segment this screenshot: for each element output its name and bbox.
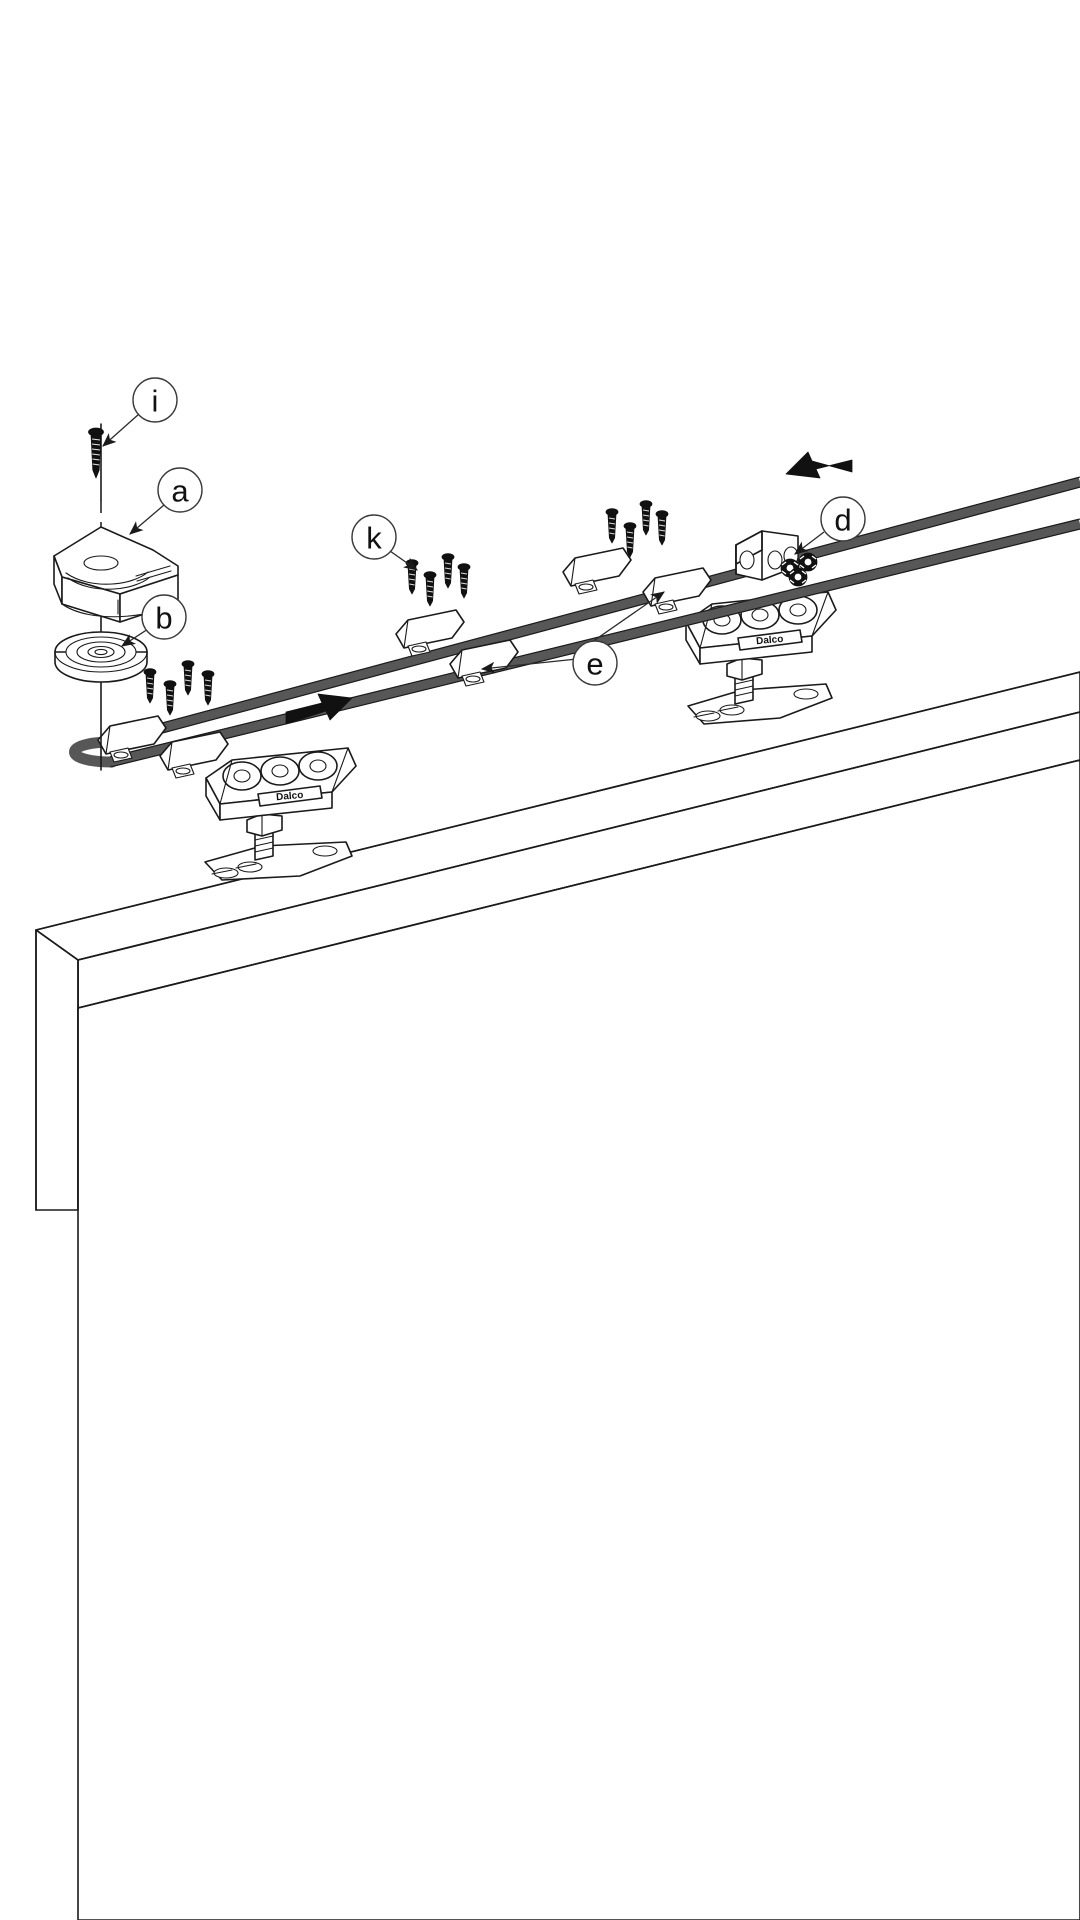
door-panel <box>35 671 1080 1920</box>
roller-trolley-front: Dalco <box>205 747 357 861</box>
callout-i[interactable]: i <box>132 377 178 423</box>
pulley-wheel <box>54 631 148 683</box>
callout-label-k: k <box>366 521 382 556</box>
set-screw-nuts <box>780 552 818 587</box>
brand-label-front: Dalco <box>276 790 304 803</box>
cable-clamp-6 <box>642 567 712 615</box>
cable-clamp-1 <box>97 715 167 763</box>
wood-screw-i <box>88 427 104 479</box>
cable-clamp-2 <box>159 731 229 779</box>
direction-arrow-left <box>785 451 853 479</box>
callout-label-b: b <box>155 601 172 636</box>
callout-label-a: a <box>171 474 189 509</box>
cable-clamp-3 <box>395 609 465 657</box>
direction-arrow-right <box>285 693 353 725</box>
cable-clamp-5 <box>562 547 632 595</box>
trolley-base-plate-rear <box>687 683 833 725</box>
screw-cluster-mid <box>405 553 471 607</box>
upper-cable-rail <box>108 476 1080 748</box>
brand-label-rear: Dalco <box>756 634 784 647</box>
callout-d[interactable]: d <box>820 496 866 542</box>
leader-lines <box>102 413 825 674</box>
callout-e[interactable]: e <box>572 640 618 686</box>
screw-cluster-right <box>605 500 669 558</box>
callout-label-e: e <box>586 647 603 682</box>
callout-k[interactable]: k <box>351 514 397 560</box>
screw-cluster-left <box>143 660 215 716</box>
callout-label-i: i <box>152 384 159 419</box>
cable-clamp-4 <box>449 639 519 687</box>
cube-connector-block <box>735 530 818 587</box>
floor-guide-block <box>53 526 179 623</box>
callout-a[interactable]: a <box>157 467 203 513</box>
callout-b[interactable]: b <box>141 594 187 640</box>
callout-label-d: d <box>834 503 851 538</box>
